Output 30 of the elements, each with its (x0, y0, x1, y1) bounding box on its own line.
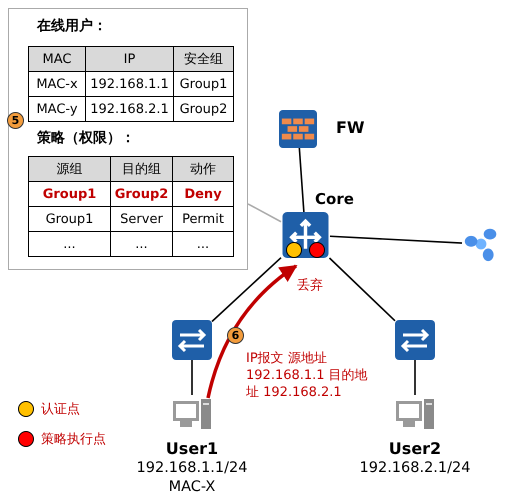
arrow (206, 264, 298, 398)
header-cell: 源组 (28, 156, 111, 182)
table-cell: ... (172, 231, 234, 257)
legend-text: 策略执行点 (41, 431, 106, 448)
connection-line (330, 235, 462, 244)
connection-line (298, 148, 305, 212)
connection-line (328, 257, 396, 322)
table-cell: ... (28, 231, 111, 257)
table-cell: MAC-y (28, 96, 86, 122)
device-name: Core (315, 190, 354, 208)
header-cell: MAC (28, 46, 86, 72)
header-cell: IP (85, 46, 174, 72)
device-name: FW (336, 118, 365, 137)
header-cell: 动作 (172, 156, 234, 182)
callout-number: 6 (227, 327, 244, 344)
legend-text: 认证点 (41, 401, 80, 418)
edge-label: IP报文 源地址 192.168.1.1 目的地址 192.168.2.1 (246, 350, 369, 401)
address-text: 192.168.1.1/24 MAC-X (136, 459, 248, 497)
address-text: 192.168.2.1/24 (358, 459, 472, 478)
drop-note: 丢弃 (297, 277, 323, 294)
connection-line (414, 360, 416, 395)
user-name: User1 (164, 439, 220, 458)
header-cell: 目的组 (110, 156, 173, 182)
section-heading: 在线用户： (37, 17, 107, 35)
table-cell: Group2 (173, 96, 234, 122)
header-cell: 安全组 (173, 46, 234, 72)
section-heading: 策略（权限）： (37, 129, 135, 147)
connection-line (211, 257, 282, 322)
connection-line (191, 360, 193, 395)
user-name: User2 (388, 439, 442, 458)
